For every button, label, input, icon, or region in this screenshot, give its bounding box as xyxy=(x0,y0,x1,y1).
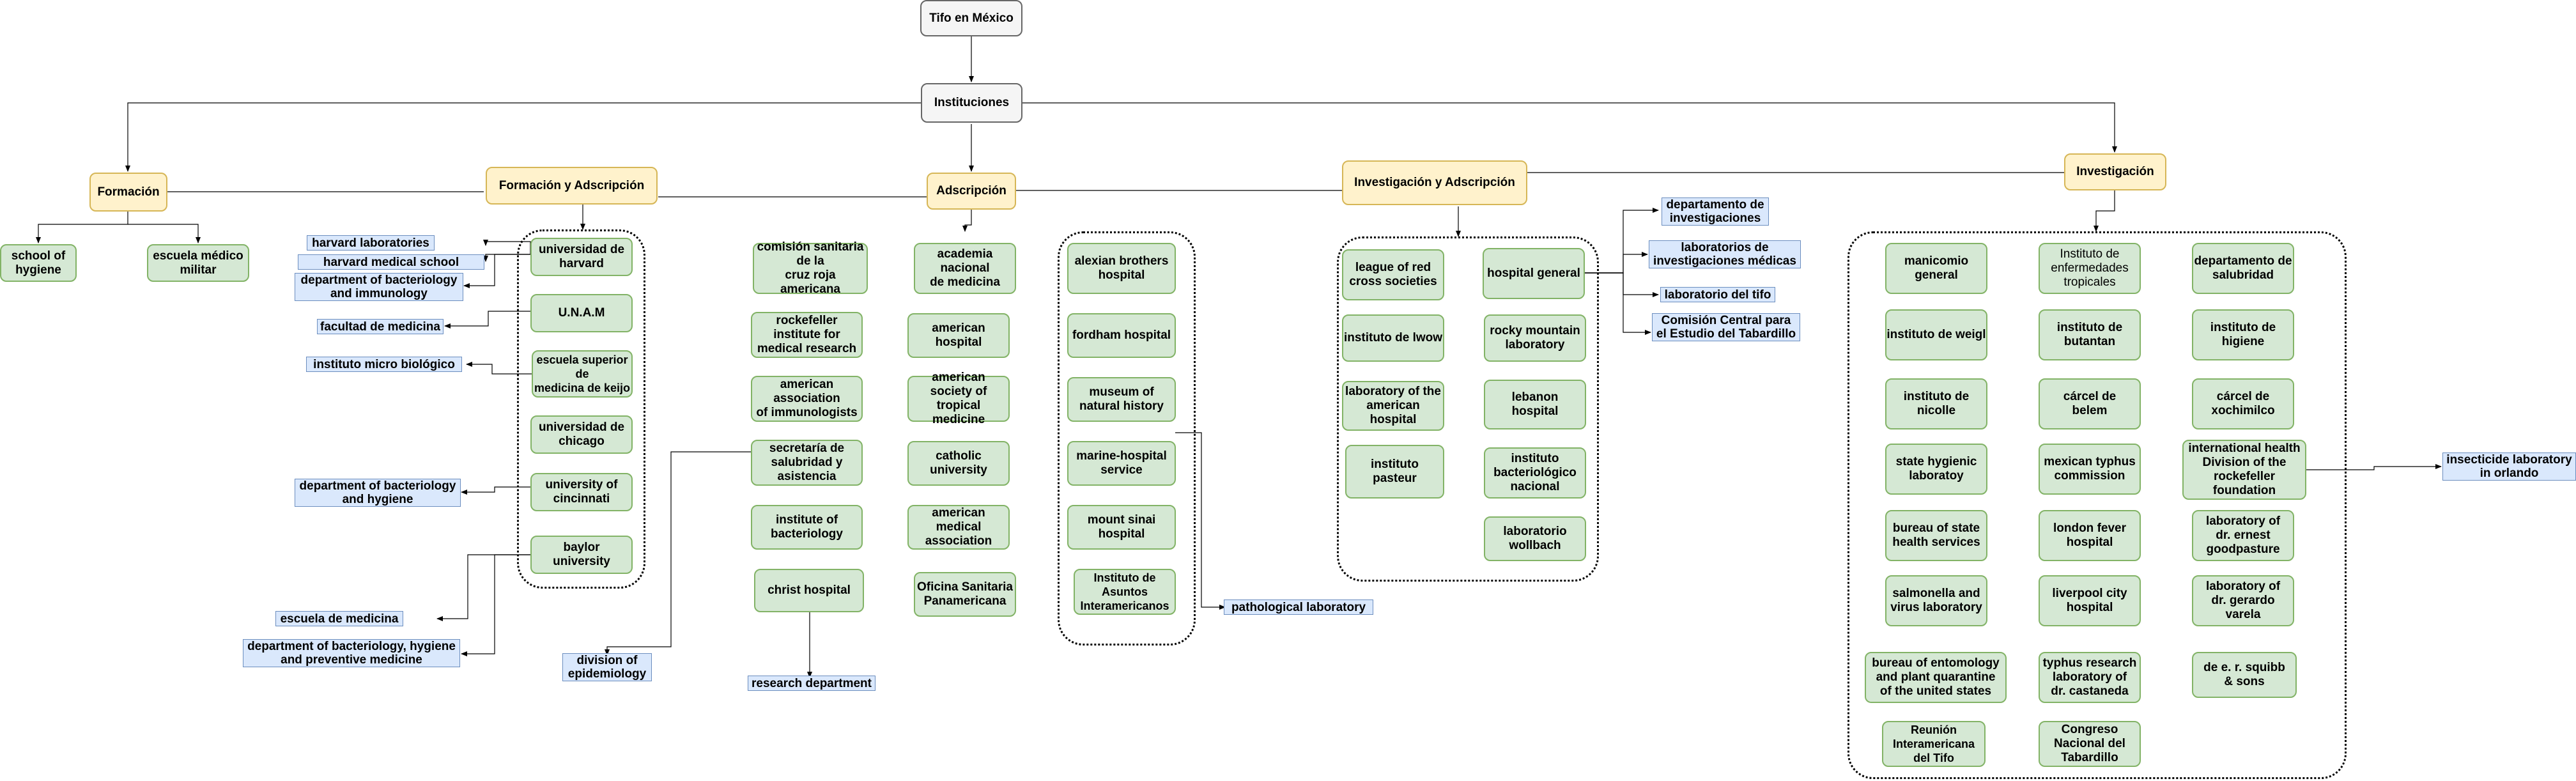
node-catholic-university[interactable]: catholic university xyxy=(907,441,1010,486)
node-secretaria-salubridad[interactable]: secretaría de salubridad y asistencia xyxy=(751,440,863,486)
category-investigacion[interactable]: Investigación xyxy=(2064,153,2166,190)
node-lebanon-hospital[interactable]: lebanon hospital xyxy=(1484,380,1586,429)
sub-insecticide-laboratory[interactable]: insecticide laboratory in orlando xyxy=(2442,452,2576,481)
node-instituto-weigl[interactable]: instituto de weigl xyxy=(1885,309,1987,360)
sub-research-department[interactable]: research department xyxy=(748,676,875,691)
node-american-assoc-immunologists[interactable]: american association of immunologists xyxy=(751,376,863,422)
node-unam[interactable]: U.N.A.M xyxy=(530,294,633,332)
node-school-hygiene[interactable]: school of hygiene xyxy=(0,244,77,282)
node-bureau-state-health[interactable]: bureau of state health services xyxy=(1885,510,1987,561)
group-investigacion xyxy=(1847,231,2347,779)
group-adscripcion xyxy=(1058,231,1196,646)
sub-comision-central[interactable]: Comisión Central para el Estudio del Tab… xyxy=(1652,313,1800,341)
category-investigacion-adscripcion[interactable]: Investigación y Adscripción xyxy=(1342,160,1527,205)
node-universidad-harvard[interactable]: universidad de harvard xyxy=(530,238,633,276)
node-typhus-research-castaneda[interactable]: typhus research laboratory of dr. castan… xyxy=(2039,652,2141,703)
node-instituto-pasteur[interactable]: instituto pasteur xyxy=(1345,445,1444,499)
node-institute-bacteriology[interactable]: institute of bacteriology xyxy=(751,505,863,550)
category-formacion-adscripcion[interactable]: Formación y Adscripción xyxy=(486,167,658,205)
node-carcel-belem[interactable]: cárcel de belem xyxy=(2039,378,2141,429)
node-state-hygienic[interactable]: state hygienic laboratoy xyxy=(1885,444,1987,495)
group-formacion-adscripcion xyxy=(517,229,645,589)
node-manicomio-general[interactable]: manicomio general xyxy=(1885,243,1987,294)
node-fordham-hospital[interactable]: fordham hospital xyxy=(1067,313,1176,358)
node-london-fever[interactable]: london fever hospital xyxy=(2039,510,2141,561)
node-departamento-salubridad[interactable]: departamento de salubridad xyxy=(2192,243,2294,294)
node-bureau-entomology[interactable]: bureau of entomology and plant quarantin… xyxy=(1865,652,2007,703)
node-instituto-lwow[interactable]: instituto de lwow xyxy=(1342,314,1444,362)
sub-harvard-medical-school[interactable]: harvard medical school xyxy=(298,254,484,270)
node-carcel-xochimilco[interactable]: cárcel de xochimilco xyxy=(2192,378,2294,429)
node-oficina-sanitaria[interactable]: Oficina Sanitaria Panamericana xyxy=(914,572,1016,617)
sub-facultad-medicina[interactable]: facultad de medicina xyxy=(317,319,443,334)
sub-laboratorios-investigaciones[interactable]: laboratorios de investigaciones médicas xyxy=(1649,240,1801,268)
sub-division-epidemiology[interactable]: division of epidemiology xyxy=(562,653,652,681)
sub-dept-bact-hygiene[interactable]: department of bacteriology and hygiene xyxy=(295,479,461,507)
node-mount-sinai[interactable]: mount sinai hospital xyxy=(1067,505,1176,550)
node-american-society-tropical[interactable]: american society of tropical medicine xyxy=(907,371,1010,426)
group-investigacion-adscripcion xyxy=(1337,236,1599,582)
node-escuela-superior-keijo[interactable]: escuela superior de medicina de keijo xyxy=(532,350,633,398)
node-hospital-general[interactable]: hospital general xyxy=(1483,248,1585,299)
instituciones-node[interactable]: Instituciones xyxy=(921,83,1022,123)
root-node[interactable]: Tifo en México xyxy=(920,0,1022,36)
node-university-cincinnati[interactable]: university of cincinnati xyxy=(530,473,633,511)
node-marine-hospital[interactable]: marine-hospital service xyxy=(1067,441,1176,486)
node-mexican-typhus[interactable]: mexican typhus commission xyxy=(2039,444,2141,495)
node-squibb-sons[interactable]: de e. r. squibb & sons xyxy=(2192,652,2297,698)
node-christ-hospital[interactable]: christ hospital xyxy=(754,569,864,612)
node-salmonella-virus[interactable]: salmonella and virus laboratory xyxy=(1885,575,1987,626)
node-instituto-asuntos[interactable]: Instituto de Asuntos Interamericanos xyxy=(1074,569,1176,615)
node-academia-nacional[interactable]: academia nacional de medicina xyxy=(914,243,1016,294)
sub-dept-bact-hygiene-prev[interactable]: department of bacteriology, hygiene and … xyxy=(243,639,460,667)
node-congreso-tabardillo[interactable]: Congreso Nacional del Tabardillo xyxy=(2039,721,2141,767)
node-rocky-mountain[interactable]: rocky mountain laboratory xyxy=(1484,314,1586,362)
sub-harvard-laboratories[interactable]: harvard laboratories xyxy=(307,235,435,251)
node-rockefeller-institute[interactable]: rockefeller institute for medical resear… xyxy=(751,312,863,358)
sub-instituto-micro-biologico[interactable]: instituto micro biológico xyxy=(306,357,462,372)
node-escuela-medico-militar[interactable]: escuela médico militar xyxy=(147,244,249,282)
node-reunion-interamericana[interactable]: Reunión Interamericana del Tifo xyxy=(1882,721,1986,767)
node-museum-natural-history[interactable]: museum of natural history xyxy=(1067,377,1176,422)
node-baylor-university[interactable]: baylor university xyxy=(530,536,633,574)
node-instituto-enfermedades[interactable]: Instituto de enfermedades tropicales xyxy=(2039,243,2141,294)
node-international-health[interactable]: international health Division of the roc… xyxy=(2182,440,2306,500)
node-liverpool-city[interactable]: liverpool city hospital xyxy=(2039,575,2141,626)
category-adscripcion[interactable]: Adscripción xyxy=(927,173,1016,210)
node-alexian-brothers[interactable]: alexian brothers hospital xyxy=(1067,243,1176,294)
node-instituto-bacteriologico[interactable]: instituto bacteriológico nacional xyxy=(1484,447,1586,499)
node-instituto-butantan[interactable]: instituto de butantan xyxy=(2039,309,2141,360)
node-lab-american-hospital[interactable]: laboratory of the american hospital xyxy=(1342,381,1444,431)
node-laboratorio-wollbach[interactable]: laboratorio wollbach xyxy=(1484,516,1586,561)
node-universidad-chicago[interactable]: universidad de chicago xyxy=(530,415,633,454)
sub-dept-bact-immunology[interactable]: department of bacteriology and immunolog… xyxy=(295,273,463,301)
node-lab-ernest-goodpasture[interactable]: laboratory of dr. ernest goodpasture xyxy=(2192,510,2294,561)
node-instituto-nicolle[interactable]: instituto de nicolle xyxy=(1885,378,1987,429)
sub-pathological-laboratory[interactable]: pathological laboratory xyxy=(1224,599,1373,615)
node-lab-gerardo-varela[interactable]: laboratory of dr. gerardo varela xyxy=(2192,575,2294,626)
node-american-hospital[interactable]: american hospital xyxy=(907,313,1010,358)
node-american-medical-association[interactable]: american medical association xyxy=(907,505,1010,550)
node-instituto-higiene[interactable]: instituto de higiene xyxy=(2192,309,2294,360)
sub-escuela-medicina[interactable]: escuela de medicina xyxy=(275,611,403,626)
sub-departamento-investigaciones[interactable]: departamento de investigaciones xyxy=(1662,197,1769,226)
sub-laboratorio-tifo[interactable]: laboratorio del tifo xyxy=(1660,287,1775,302)
category-formacion[interactable]: Formación xyxy=(89,173,167,212)
node-comision-sanitaria[interactable]: comisión sanitaria de la cruz roja ameri… xyxy=(753,240,868,296)
node-league-red-cross[interactable]: league of red cross societies xyxy=(1342,249,1444,300)
